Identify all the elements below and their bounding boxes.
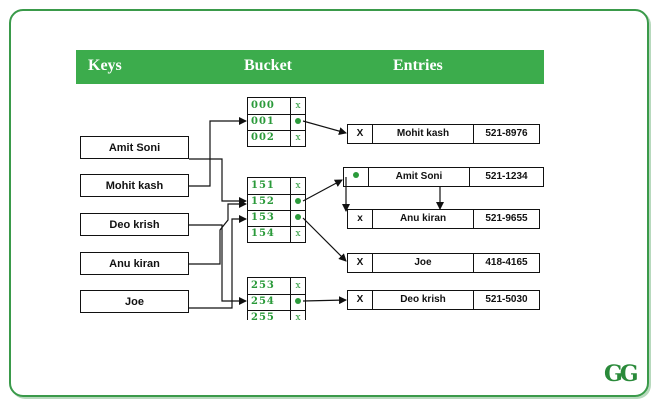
bucket-row: 000 x [248,98,305,115]
entry-name: Anu kiran [399,213,447,224]
empty-mark: x [295,229,301,239]
bucket-row: 151 x [248,178,305,195]
bucket-code: 001 [251,116,275,127]
key-to-bucket-arrow [189,117,247,187]
key-box: Amit Soni [80,136,189,159]
entry-name: Mohit kash [396,128,450,139]
entry-phone: 521-5030 [485,294,528,305]
key-to-bucket-arrow [189,200,247,265]
diagram-frame [9,9,649,397]
entry-name: Joe [414,257,432,268]
bucket-group: 000 x 001 002 x [247,97,306,147]
bucket-to-entry-arrow [302,179,343,202]
entry-pointer: X [356,294,364,305]
entry-pointer: x [357,213,363,224]
pointer-dot-icon [291,294,305,310]
bucket-code: 151 [251,180,275,191]
empty-mark: x [295,313,301,320]
entry-row: Amit Soni 521-1234 [343,167,544,187]
bucket-code: 152 [251,196,275,207]
empty-mark: x [295,181,301,191]
keys-heading: Keys [88,57,122,74]
bucket-code: 154 [251,228,275,239]
bucket-group: 253 x 254 255 x [247,277,306,320]
key-box: Mohit kash [80,174,189,197]
bucket-to-entry-arrow [302,120,347,135]
entry-row: X Joe 418-4165 [347,253,540,273]
key-to-bucket-arrow [189,224,247,305]
entry-phone: 521-8976 [485,128,528,139]
bucket-row: 001 [248,114,305,131]
empty-mark: x [295,133,301,143]
bucket-code: 255 [251,312,275,320]
pointer-dot-icon [291,210,305,226]
bucket-row: 152 [248,194,305,211]
bucket-to-entry-arrow [302,296,347,305]
pointer-dot-icon [291,194,305,210]
key-to-bucket-arrow [189,215,247,309]
entry-name: Deo krish [400,294,446,305]
key-to-bucket-arrow [189,158,247,205]
logo: GG [604,361,639,387]
entry-pointer: X [356,257,364,268]
bucket-code: 000 [251,100,275,111]
bucket-code: 153 [251,212,275,223]
bucket-row: 154 x [248,226,305,242]
bucket-row: 002 x [248,130,305,146]
bucket-heading: Bucket [244,57,292,74]
empty-mark: x [295,101,301,111]
pointer-dot-icon [291,114,305,130]
bucket-row: 255 x [248,310,305,320]
bucket-group: 151 x 152 153 154 x [247,177,306,243]
entry-pointer: X [356,128,364,139]
entry-name: Amit Soni [395,171,443,182]
key-box: Anu kiran [80,252,189,275]
key-box: Joe [80,290,189,313]
entry-phone: 521-9655 [485,213,528,224]
key-box: Deo krish [80,213,189,236]
entries-heading: Entries [393,57,443,74]
bucket-code: 002 [251,132,275,143]
entry-row: X Mohit kash 521-8976 [347,124,540,144]
bucket-row: 254 [248,294,305,311]
bucket-code: 254 [251,296,275,307]
entry-row: X Deo krish 521-5030 [347,290,540,310]
header-bar: Keys Bucket Entries [76,50,544,84]
bucket-row: 153 [248,210,305,227]
empty-mark: x [295,281,301,291]
pointer-dot-icon [344,168,368,186]
entry-phone: 418-4165 [485,257,528,268]
bucket-to-entry-arrow [302,217,347,262]
entry-phone: 521-1234 [485,171,528,182]
bucket-row: 253 x [248,278,305,295]
bucket-code: 253 [251,280,275,291]
